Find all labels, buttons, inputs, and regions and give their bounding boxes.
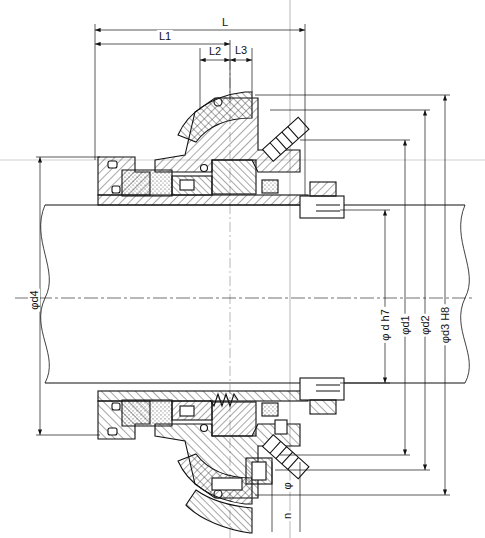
seal-half-part bbox=[316, 205, 340, 211]
dimension-label: φd1 bbox=[399, 313, 411, 336]
seal-half-part bbox=[172, 176, 212, 195]
dimension-lines-part bbox=[200, 60, 230, 61]
lower-details-part bbox=[212, 478, 242, 490]
lower-details-part bbox=[252, 462, 266, 480]
dimension-lines-part bbox=[425, 110, 426, 470]
shaft-part bbox=[461, 205, 470, 383]
dimension-lines-part bbox=[252, 48, 253, 92]
dimension-lines-part bbox=[300, 140, 410, 141]
dimension-lines-part bbox=[270, 110, 430, 111]
dimension-label: φ bbox=[281, 480, 293, 491]
seal-half bbox=[98, 92, 344, 218]
dimension-lines bbox=[36, 24, 450, 532]
dimension-lines-part bbox=[95, 24, 96, 160]
seal-half-part-part bbox=[270, 127, 299, 155]
dimension-label: L2 bbox=[207, 45, 223, 57]
shaft-part bbox=[41, 205, 50, 383]
dimension-lines-part bbox=[340, 210, 390, 211]
dimension-lines-part bbox=[340, 383, 390, 384]
dimension-label: L3 bbox=[233, 44, 249, 56]
dimension-lines-part bbox=[405, 140, 406, 455]
lower-details-part bbox=[246, 458, 272, 484]
dimension-lines-part bbox=[230, 60, 252, 61]
dimension-lines-part bbox=[300, 462, 301, 532]
seal-half-part bbox=[300, 196, 344, 218]
dimension-lines-part bbox=[36, 157, 100, 158]
lower-details-part bbox=[210, 394, 238, 406]
seal-half-part bbox=[310, 182, 336, 196]
dimension-lines-part bbox=[255, 495, 450, 496]
seal-half-lower bbox=[98, 378, 344, 504]
shaft-part bbox=[45, 382, 465, 383]
dimension-lines-part bbox=[272, 462, 273, 532]
axis-lines-part bbox=[15, 298, 475, 299]
seal-half-part bbox=[180, 180, 194, 190]
seal-half-part bbox=[201, 165, 208, 172]
dimension-lines-part bbox=[200, 48, 201, 110]
dimension-lines-part bbox=[275, 470, 430, 471]
dimension-label: φd3 H8 bbox=[439, 305, 451, 346]
lower-details-part bbox=[275, 420, 287, 434]
seal-half-lower-part bbox=[98, 378, 344, 504]
lower-details-part bbox=[186, 490, 252, 533]
dimension-label: n bbox=[281, 511, 293, 521]
dimension-label: φ d h7 bbox=[379, 307, 391, 343]
seal-half-part bbox=[108, 161, 117, 168]
dimension-lines-part bbox=[280, 455, 410, 456]
dimension-label: L bbox=[220, 16, 230, 28]
lower-details bbox=[186, 394, 287, 533]
dimension-lines-part bbox=[385, 210, 386, 383]
seal-half-part bbox=[122, 170, 172, 196]
seal-half-part bbox=[263, 117, 309, 161]
seal-half-part bbox=[212, 160, 256, 194]
dimension-lines-part bbox=[305, 24, 306, 195]
seal-half-part bbox=[112, 186, 120, 193]
dimension-label: L1 bbox=[157, 30, 173, 42]
dimension-label: φd2 bbox=[419, 313, 431, 336]
seal-half-part bbox=[262, 180, 278, 193]
dimension-lines-part bbox=[95, 30, 305, 31]
dimension-lines-part bbox=[36, 435, 100, 436]
dimension-lines-part bbox=[255, 95, 450, 96]
seal-half-part bbox=[178, 92, 252, 142]
dimension-label: φd4 bbox=[28, 288, 40, 311]
dimension-lines-part bbox=[445, 95, 446, 495]
seal-half-part-part bbox=[263, 117, 309, 161]
dimension-lines-part bbox=[230, 40, 231, 100]
